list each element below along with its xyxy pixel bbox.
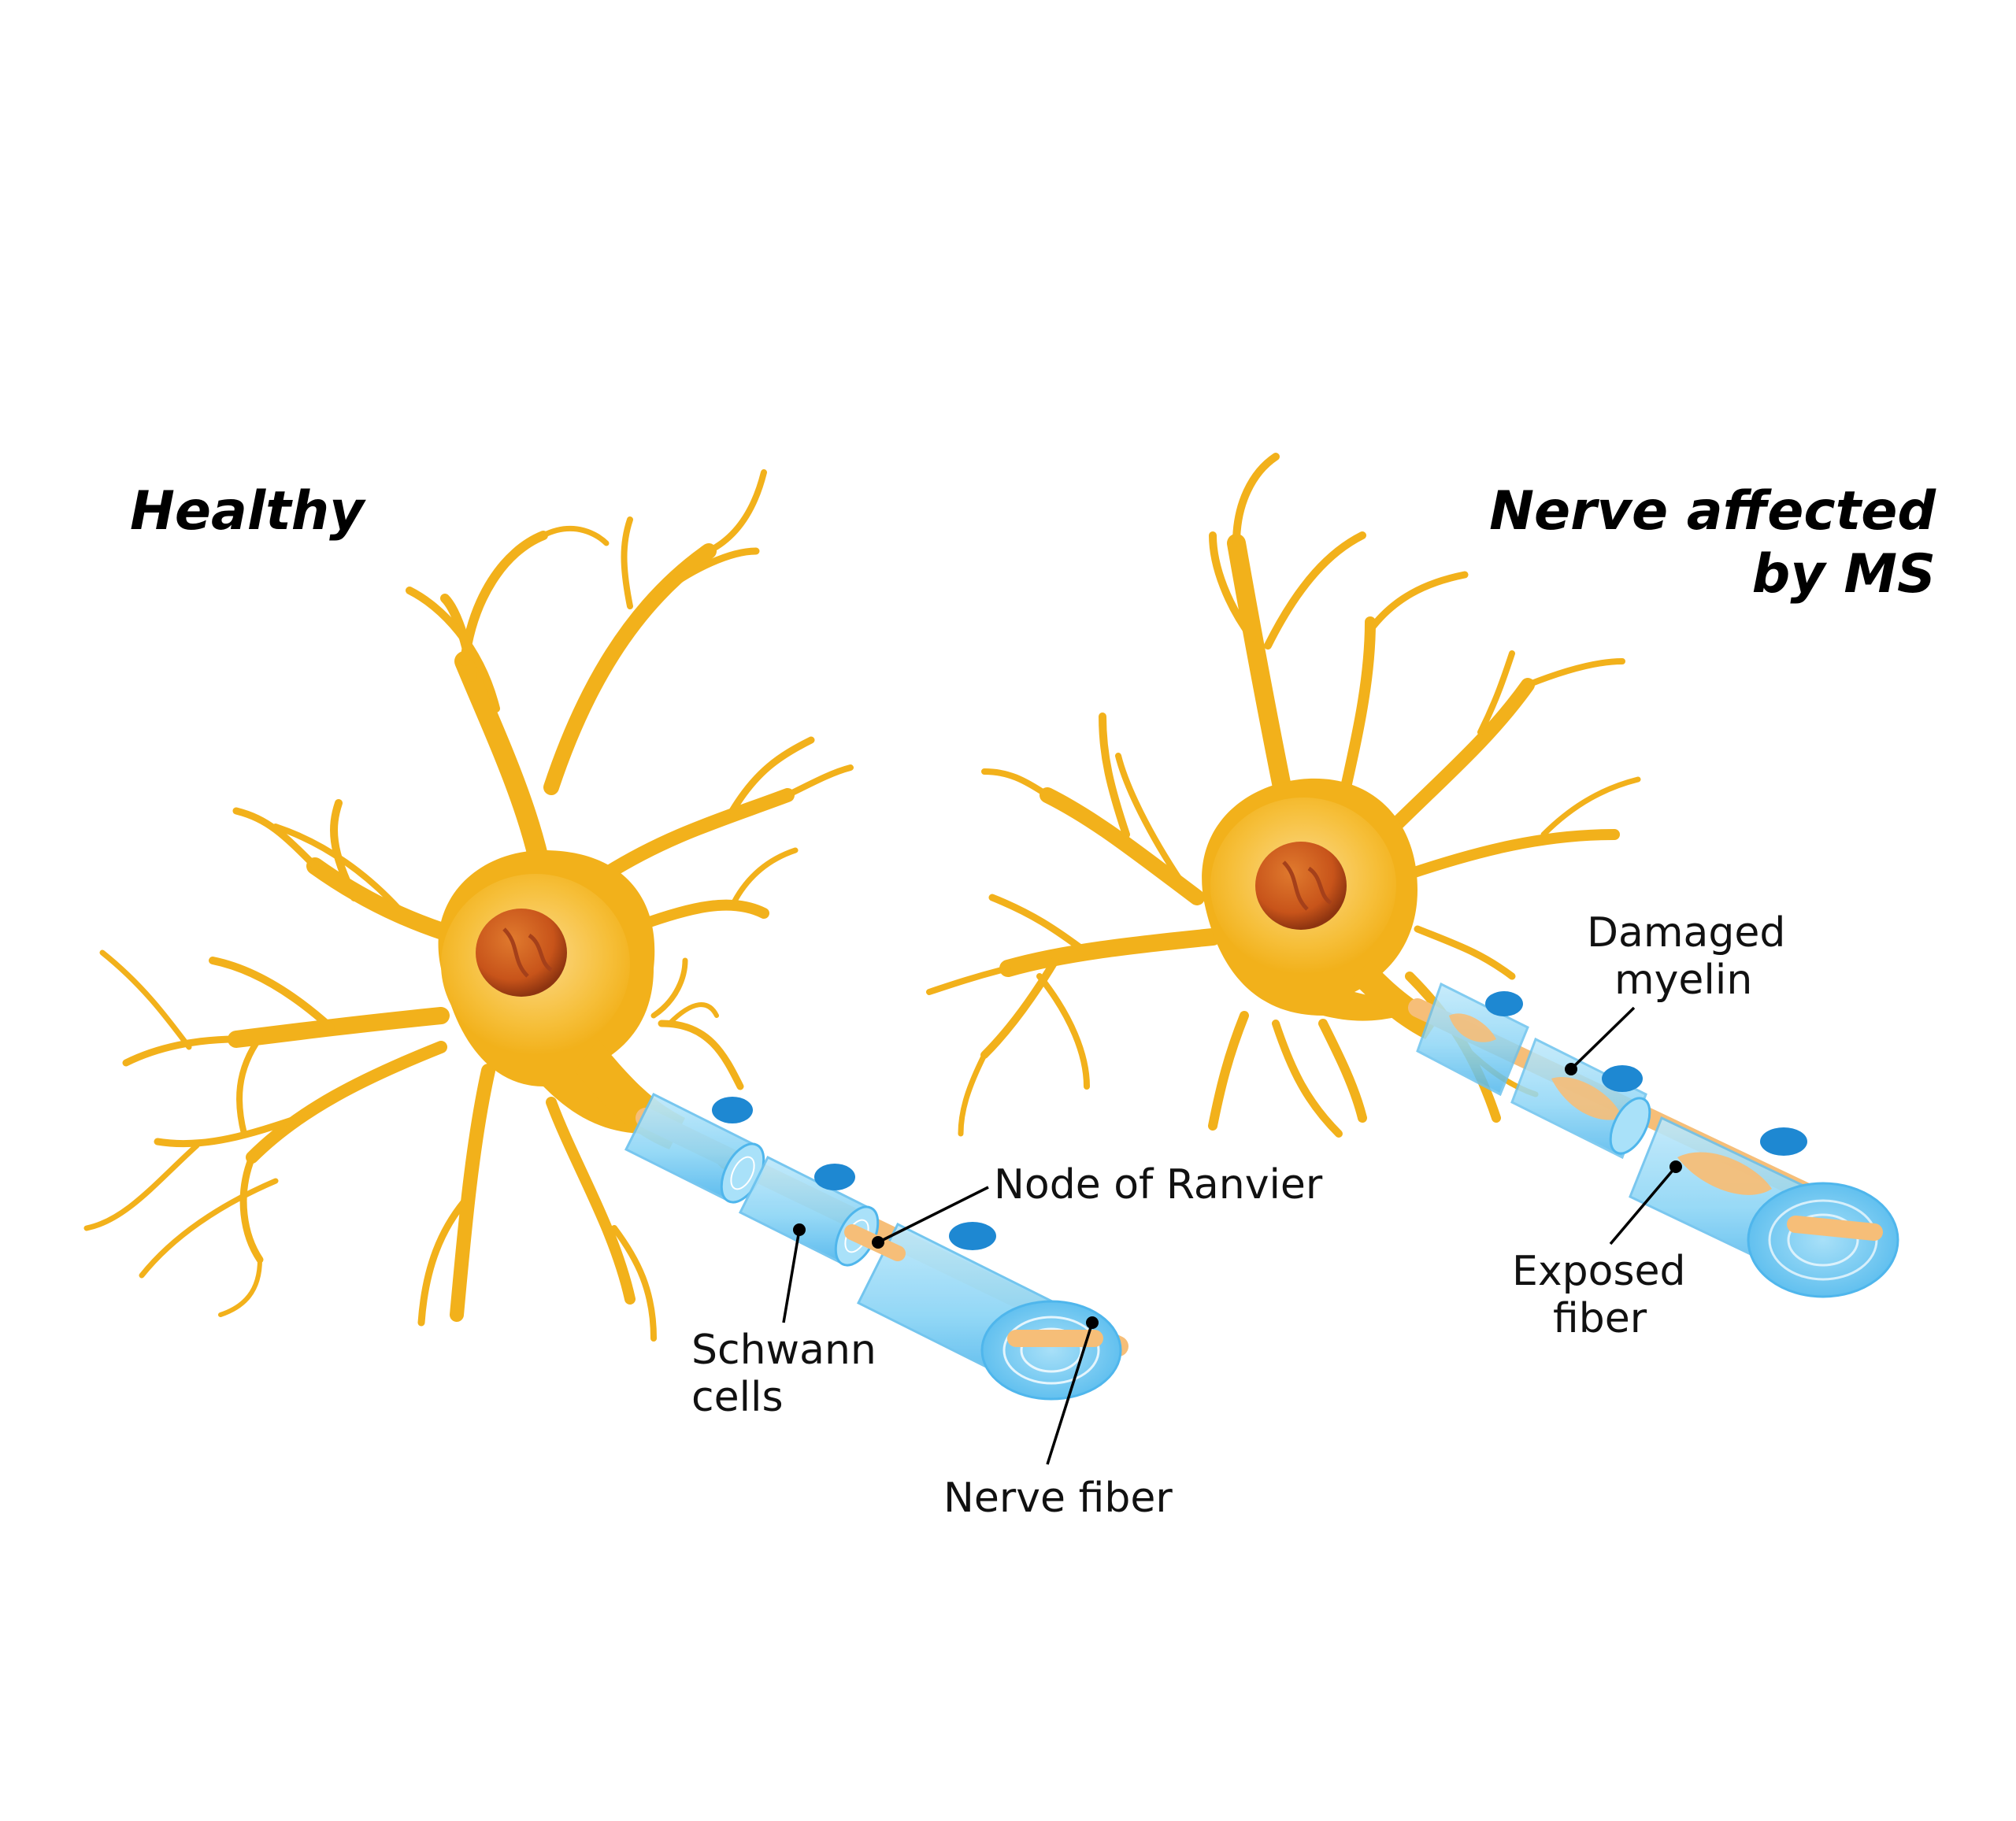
schwann-label-line1: Schwann [691,1327,876,1374]
ms-neuron [926,453,1899,1298]
healthy-title: Healthy [130,480,366,542]
ms-damaged-myelin [1416,982,1899,1298]
nerve-fiber-label: Nerve fiber [943,1475,1173,1522]
ms-title-line2: by MS [1752,543,1936,605]
healthy-myelin-sheath [624,1092,1122,1401]
damaged-label-line2: myelin [1614,957,1752,1004]
schwann-nucleus [949,1222,996,1250]
damaged-label-line1: Damaged [1587,909,1785,957]
healthy-neuron [83,469,1128,1401]
schwann-nucleus [1602,1065,1643,1092]
label-schwann-cells: Schwann cells [691,1223,876,1421]
label-exposed-fiber: Exposed fiber [1512,1160,1686,1342]
label-nerve-fiber: Nerve fiber [943,1316,1173,1522]
healthy-dendrites [83,469,854,1342]
schwann-nucleus [1485,991,1523,1016]
schwann-label-line2: cells [691,1374,784,1421]
node-of-ranvier-label: Node of Ranvier [994,1161,1323,1208]
healthy-nucleus [476,909,567,997]
label-damaged-myelin: Damaged myelin [1565,909,1785,1075]
schwann-nucleus [814,1164,855,1190]
schwann-nucleus [712,1097,753,1123]
label-node-of-ranvier: Node of Ranvier [872,1161,1323,1249]
ms-nucleus [1255,842,1347,930]
exposed-label-line2: fiber [1553,1295,1647,1342]
exposed-label-line1: Exposed [1512,1248,1686,1295]
ms-title-line1: Nerve affected [1489,480,1936,542]
schwann-nucleus [1760,1127,1807,1156]
